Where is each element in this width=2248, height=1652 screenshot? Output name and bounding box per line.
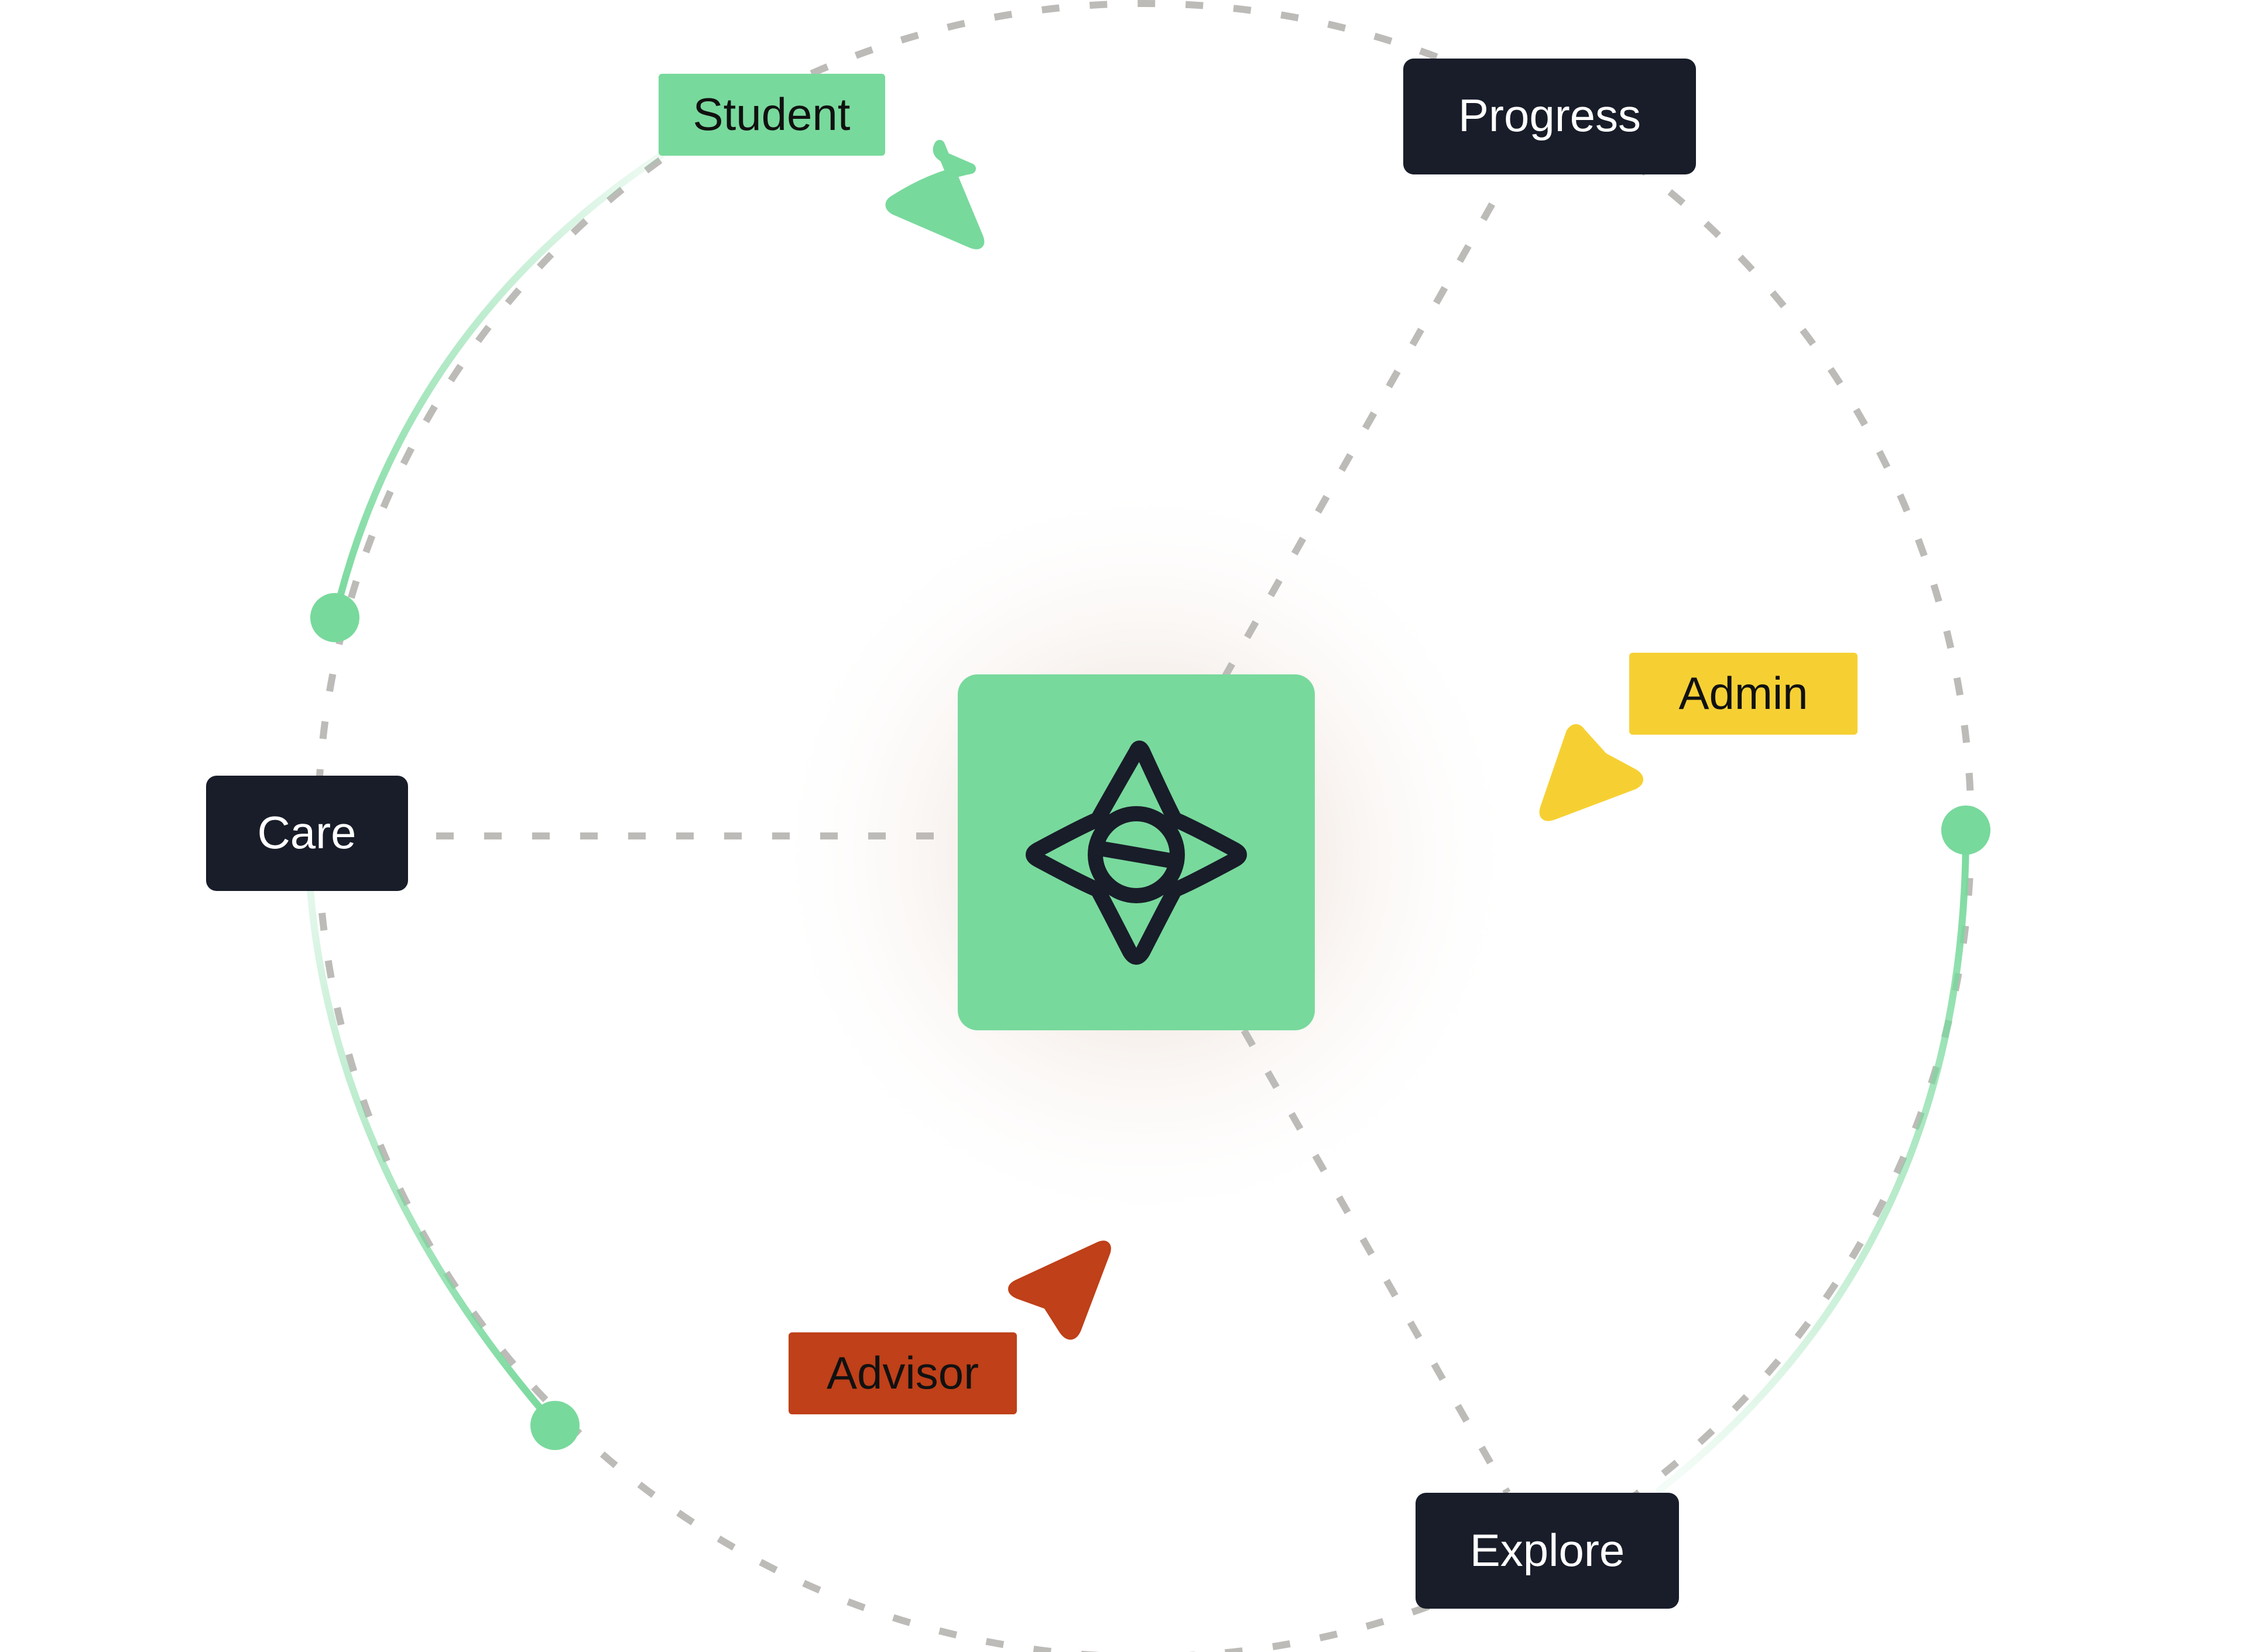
admin-tag[interactable]: Admin [1629, 653, 1858, 735]
progress-node-label: Progress [1458, 90, 1641, 141]
care-node[interactable]: Care [206, 776, 408, 891]
hub-tile [958, 674, 1315, 1030]
advisor-cursor-arrow-icon [1008, 1240, 1111, 1340]
arc-student-to-care [331, 152, 665, 621]
advisor-tag[interactable]: Advisor [789, 1332, 1017, 1414]
student-cursor-arrow-icon [885, 140, 985, 249]
arc-endpoint-dot [310, 593, 359, 642]
four-point-star-logo-icon [1026, 741, 1247, 965]
connector-hub-explore [1240, 1029, 1511, 1495]
arc-endpoint-dot [530, 1401, 580, 1450]
admin-cursor-arrow-icon [1539, 724, 1643, 821]
explore-node-label: Explore [1470, 1524, 1625, 1576]
arc-endpoint-dot [1941, 806, 1990, 855]
explore-node[interactable]: Explore [1416, 1493, 1679, 1609]
arc-care-to-advisor [307, 886, 558, 1429]
student-tag-label: Student [693, 88, 851, 140]
progress-node[interactable]: Progress [1403, 59, 1696, 174]
arc-admin-to-explore [1656, 827, 1970, 1493]
admin-tag-label: Admin [1678, 667, 1808, 719]
advisor-tag-label: Advisor [827, 1347, 979, 1399]
care-node-label: Care [257, 807, 356, 858]
student-tag[interactable]: Student [659, 74, 885, 156]
